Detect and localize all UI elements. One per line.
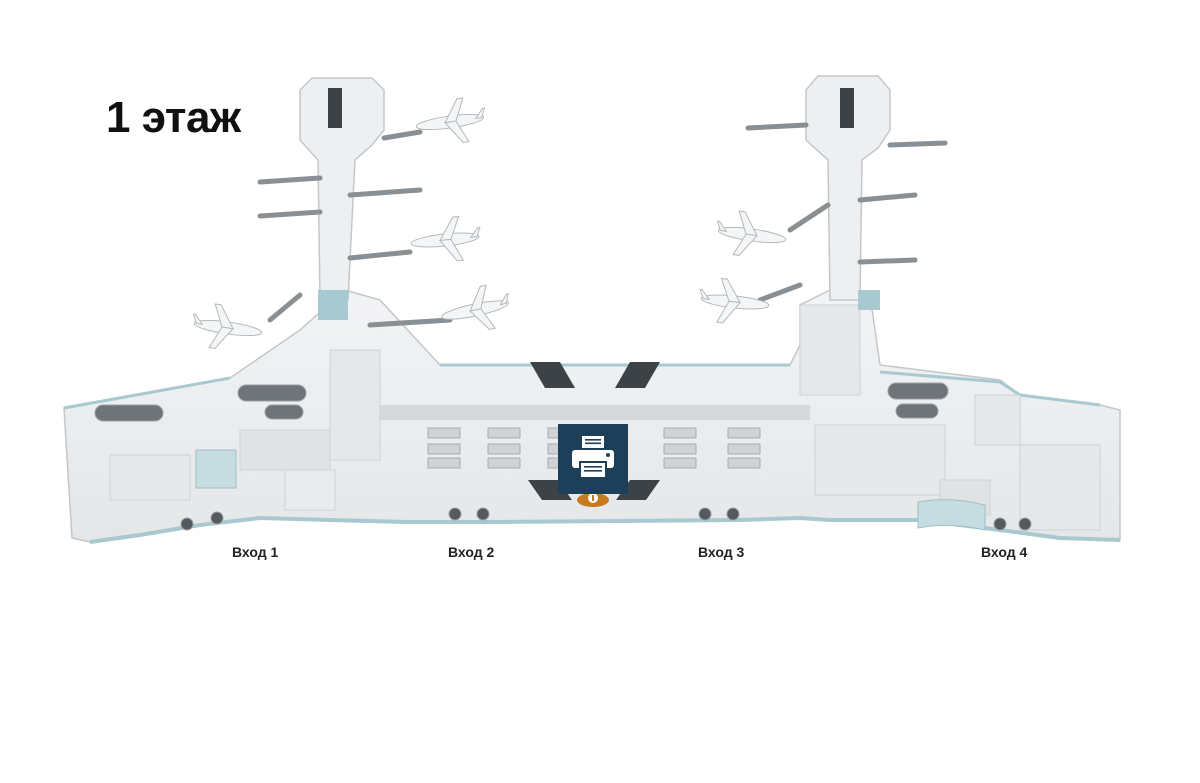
terminal-building [63,284,1121,544]
pier-right [805,75,891,310]
aircraft-group [192,97,787,349]
pier-left [299,77,385,320]
entrance-4-label: Вход 4 [981,544,1028,560]
info-marker[interactable] [577,493,609,507]
jet-bridges [257,122,948,328]
entrance-3-label: Вход 3 [698,544,745,560]
floor-title: 1 этаж [106,93,241,142]
printer-marker[interactable] [558,424,628,494]
entrance-2-label: Вход 2 [448,544,495,560]
printer-icon [572,436,614,479]
entrance-1-label: Вход 1 [232,544,279,560]
